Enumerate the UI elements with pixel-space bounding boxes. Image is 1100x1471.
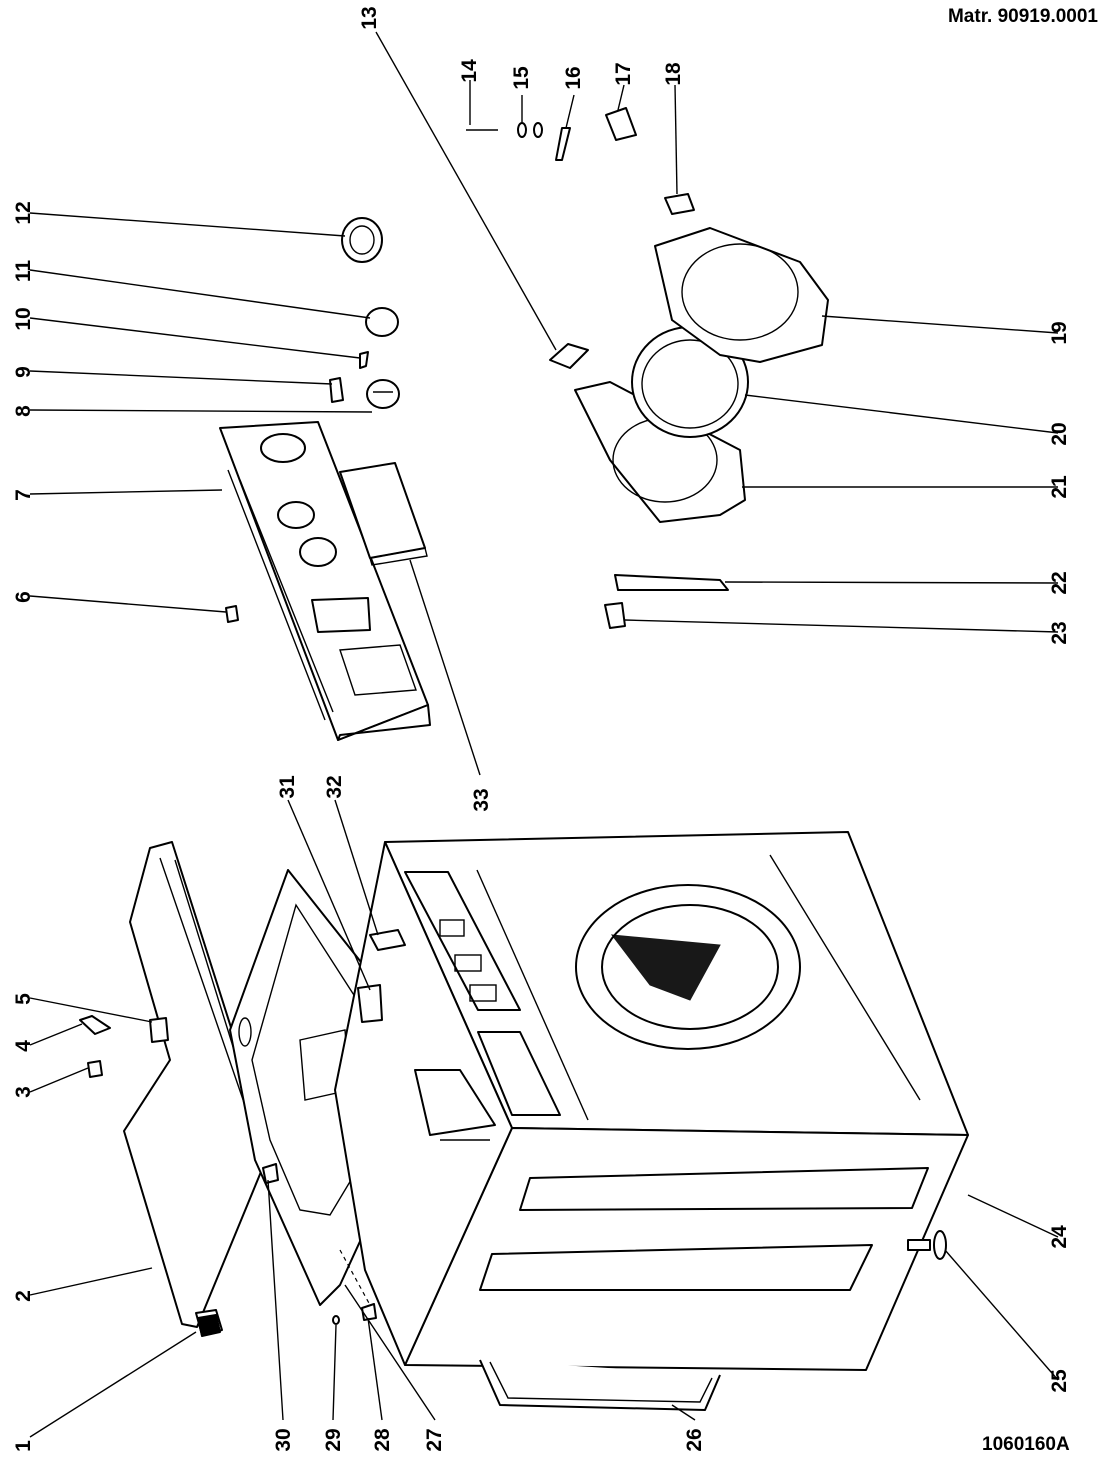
callout-26: 26 <box>683 1428 706 1451</box>
callout-2: 2 <box>12 1290 35 1302</box>
callout-10: 10 <box>12 307 35 330</box>
callout-5: 5 <box>12 993 35 1005</box>
leader-lines <box>29 31 1059 1438</box>
drawing-code: 1060160A <box>982 1434 1070 1455</box>
callout-4: 4 <box>12 1040 35 1052</box>
callout-22: 22 <box>1048 571 1071 594</box>
callout-24: 24 <box>1048 1225 1071 1249</box>
callout-1: 1 <box>12 1440 35 1452</box>
callout-13: 13 <box>358 6 381 29</box>
callout-6: 6 <box>12 591 35 603</box>
cabinet-body-part <box>334 831 969 1371</box>
callout-14: 14 <box>458 59 481 83</box>
callout-8: 8 <box>12 405 35 417</box>
callout-29: 29 <box>322 1428 345 1451</box>
callout-25: 25 <box>1048 1369 1071 1393</box>
matr-code: Matr. 90919.0001 <box>947 6 1098 27</box>
control-panel-part <box>219 421 431 741</box>
callout-30: 30 <box>272 1428 295 1451</box>
callout-11: 11 <box>12 260 35 283</box>
callout-7: 7 <box>12 489 35 501</box>
callout-23: 23 <box>1048 621 1071 644</box>
callout-31: 31 <box>276 775 299 799</box>
callout-16: 16 <box>562 66 585 89</box>
callout-27: 27 <box>423 1428 446 1451</box>
callout-labels: 1 2 3 4 5 6 7 8 9 10 11 12 13 14 15 16 1… <box>12 6 1071 1452</box>
door-assembly-part <box>574 227 829 523</box>
small-parts <box>79 107 947 1337</box>
callout-20: 20 <box>1048 422 1071 445</box>
callout-9: 9 <box>12 366 35 378</box>
callout-28: 28 <box>371 1428 394 1452</box>
callout-33: 33 <box>470 788 493 811</box>
callout-12: 12 <box>12 201 35 224</box>
callout-18: 18 <box>662 62 685 86</box>
callout-21: 21 <box>1048 475 1071 499</box>
base-rail-part <box>479 1359 721 1411</box>
callout-19: 19 <box>1048 321 1071 344</box>
callout-3: 3 <box>12 1086 35 1098</box>
callout-32: 32 <box>323 775 346 798</box>
callout-15: 15 <box>510 66 533 90</box>
callout-17: 17 <box>612 62 635 85</box>
